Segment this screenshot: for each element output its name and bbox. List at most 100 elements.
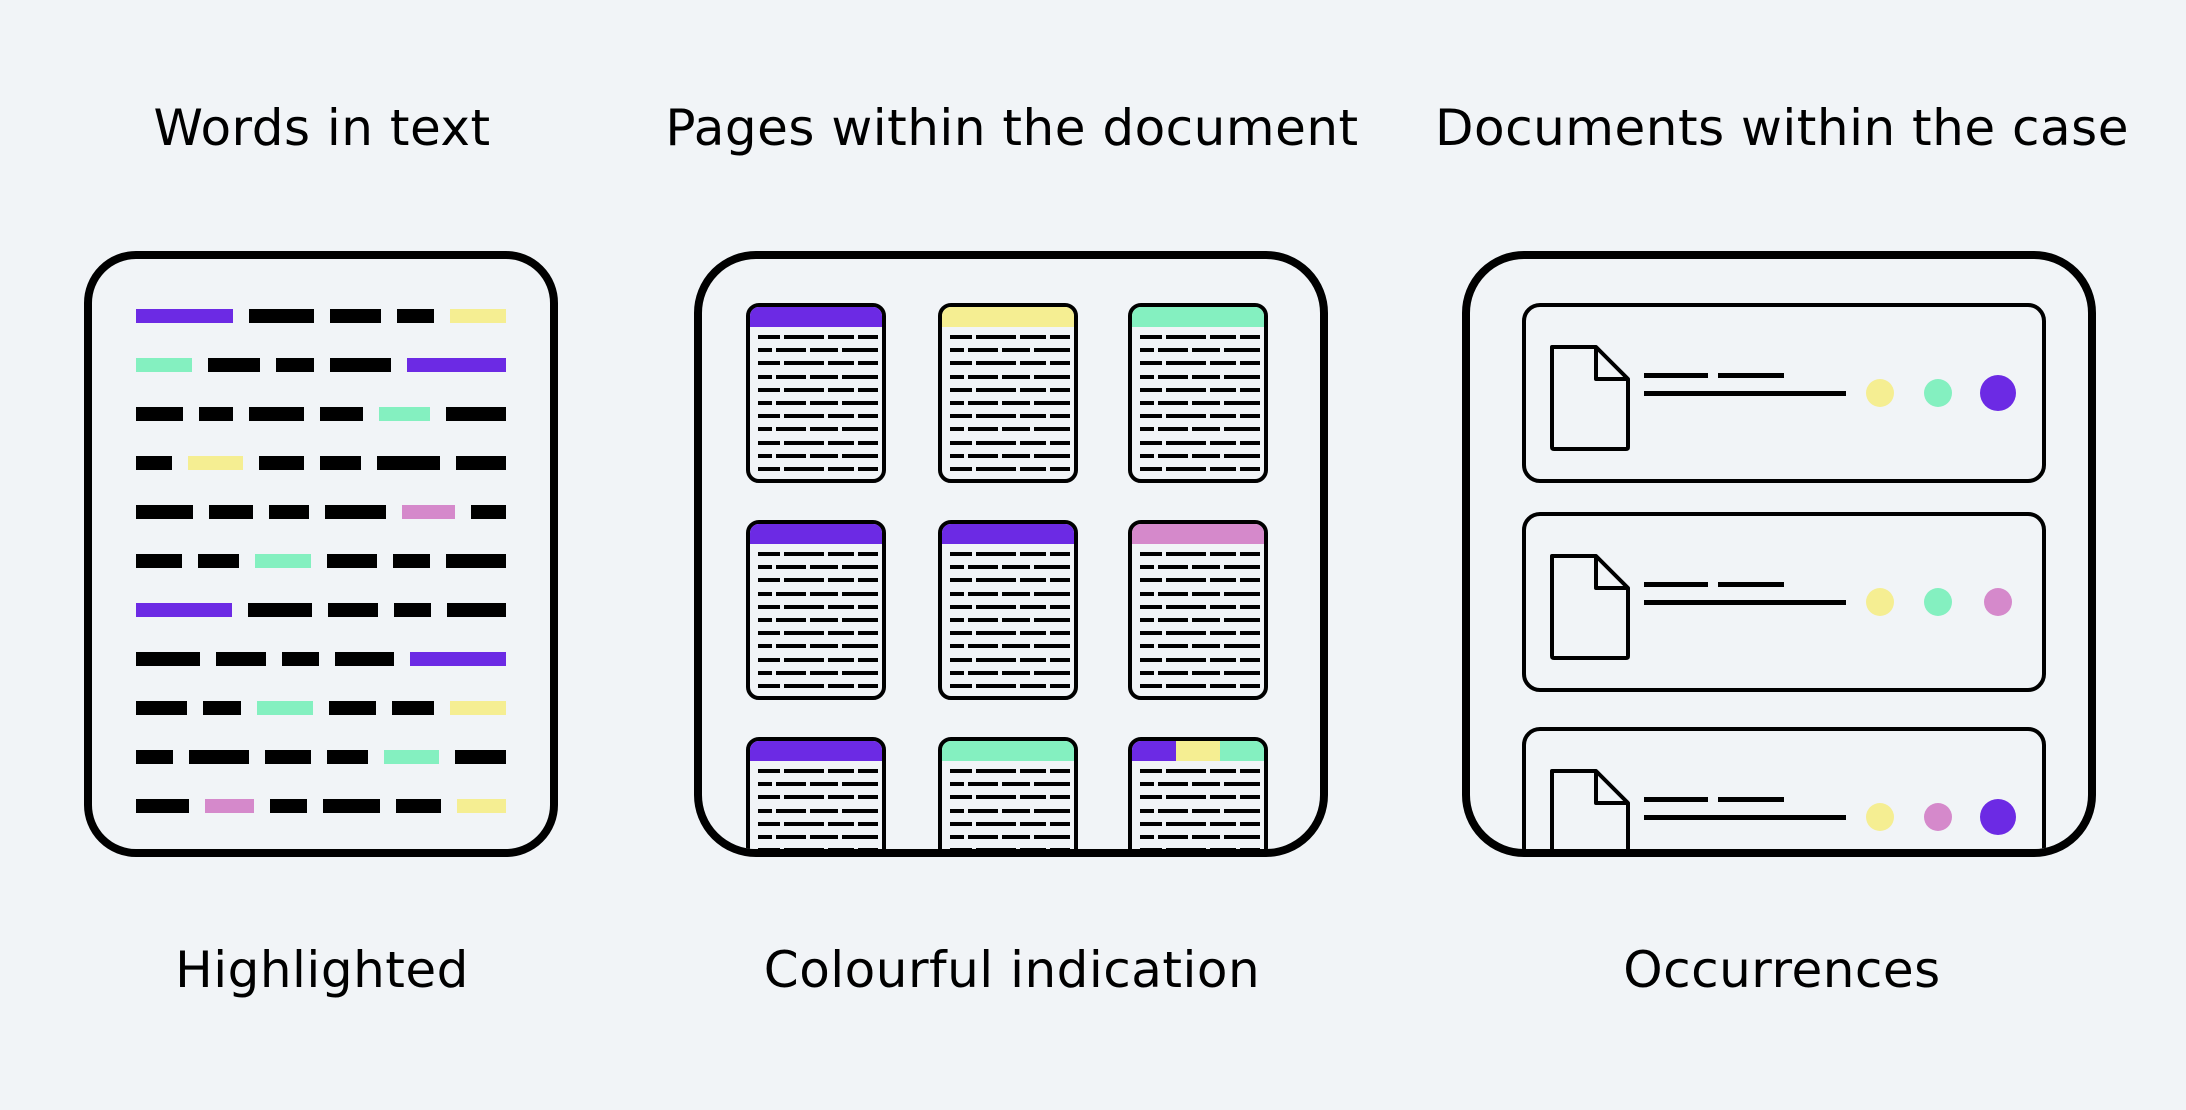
page-text-line xyxy=(858,467,878,471)
page-text-line xyxy=(950,453,964,458)
page-text-line xyxy=(1034,401,1070,405)
page-text-line xyxy=(1210,387,1236,392)
page-text-line xyxy=(1140,835,1154,839)
page-text-line xyxy=(758,335,780,339)
page-text-line xyxy=(758,821,780,826)
documents-within-case-panel xyxy=(1462,251,2096,857)
page-text-line xyxy=(1224,670,1260,675)
page-text-line xyxy=(1020,684,1046,688)
page-text-line xyxy=(1210,848,1236,849)
word-mark xyxy=(215,652,267,666)
page-text-line xyxy=(1140,644,1154,649)
page-text-line xyxy=(950,604,972,609)
page-text-line xyxy=(968,348,998,353)
document-title-line xyxy=(1718,582,1784,587)
words-in-text-panel xyxy=(84,251,558,857)
page-text-line xyxy=(1140,427,1154,432)
page-text-line xyxy=(1140,552,1162,556)
page-text-line xyxy=(976,795,1016,800)
page-text-line xyxy=(976,631,1016,636)
page-text-line xyxy=(784,795,824,800)
page-text-line xyxy=(1210,657,1236,662)
page-text-line xyxy=(968,808,998,813)
page-text-line xyxy=(1002,348,1030,353)
page-text-line xyxy=(1240,631,1260,636)
page-text-line xyxy=(1192,808,1220,813)
page-text-line xyxy=(950,440,972,445)
page-text-line xyxy=(758,808,772,813)
word-mark xyxy=(391,701,434,715)
page-text-line xyxy=(784,631,824,636)
document-row xyxy=(1522,512,2046,692)
page-text-line xyxy=(1050,684,1070,688)
document-icon xyxy=(1550,345,1630,451)
page-text-line xyxy=(1224,427,1260,432)
page-text-line xyxy=(968,782,998,787)
page-text-line xyxy=(810,618,838,622)
page-text-line xyxy=(968,427,998,432)
page-text-line xyxy=(1140,591,1154,596)
page-text-line xyxy=(976,335,1016,339)
page-text-line xyxy=(758,348,772,353)
page-text-line xyxy=(1166,848,1206,849)
page-text-line xyxy=(758,644,772,649)
word-mark xyxy=(136,456,173,470)
page-text-line xyxy=(784,335,824,339)
page-text-line xyxy=(1020,361,1046,366)
page-text-line xyxy=(784,387,824,392)
page-text-line xyxy=(1210,631,1236,636)
page-text-line xyxy=(1140,782,1154,787)
page-text-line xyxy=(1140,565,1154,570)
word-mark xyxy=(456,456,506,470)
page-text-line xyxy=(842,670,878,675)
page-text-line xyxy=(1002,808,1030,813)
subtitle-colourful-indication: Colourful indication xyxy=(763,941,1261,999)
page-text-line xyxy=(828,604,854,609)
highlighted-word-yellow xyxy=(188,456,243,470)
word-mark xyxy=(326,750,369,764)
page-text-line xyxy=(1158,427,1188,432)
page-text-line xyxy=(1140,374,1154,379)
page-text-line xyxy=(1050,361,1070,366)
page-text-line xyxy=(968,453,998,458)
page-text-line xyxy=(968,374,998,379)
page-text-line xyxy=(1002,670,1030,675)
colour-indicator-purple xyxy=(750,524,882,544)
page-text-line xyxy=(828,848,854,849)
page-text-line xyxy=(1224,565,1260,570)
page-text-line xyxy=(776,808,806,813)
page-text-line xyxy=(1158,808,1188,813)
page-text-line xyxy=(776,453,806,458)
page-text-line xyxy=(758,361,780,366)
word-mark xyxy=(334,652,395,666)
page-thumbnail xyxy=(746,737,886,849)
page-text-line xyxy=(968,401,998,405)
highlighted-word-green xyxy=(256,701,313,715)
page-colour-band xyxy=(750,524,882,544)
page-text-line xyxy=(1158,618,1188,622)
page-text-line xyxy=(950,684,972,688)
page-text-line xyxy=(1166,795,1206,800)
page-text-line xyxy=(1002,618,1030,622)
word-mark xyxy=(393,554,431,568)
page-text-line xyxy=(1210,440,1236,445)
page-text-line xyxy=(1192,374,1220,379)
page-text-line xyxy=(758,578,780,583)
word-mark xyxy=(264,750,311,764)
page-text-line xyxy=(1240,578,1260,583)
page-text-line xyxy=(976,440,1016,445)
page-text-line xyxy=(858,414,878,419)
page-text-line xyxy=(1034,565,1070,570)
page-text-line xyxy=(810,835,838,839)
page-text-line xyxy=(950,361,972,366)
page-text-line xyxy=(784,684,824,688)
page-text-line xyxy=(758,591,772,596)
subtitle-occurrences: Occurrences xyxy=(1623,941,1941,999)
page-text-line xyxy=(858,361,878,366)
page-text-line xyxy=(976,552,1016,556)
page-text-line xyxy=(828,769,854,773)
page-text-line xyxy=(776,835,806,839)
page-text-line xyxy=(1050,769,1070,773)
page-colour-band xyxy=(750,307,882,327)
page-text-line xyxy=(1192,618,1220,622)
